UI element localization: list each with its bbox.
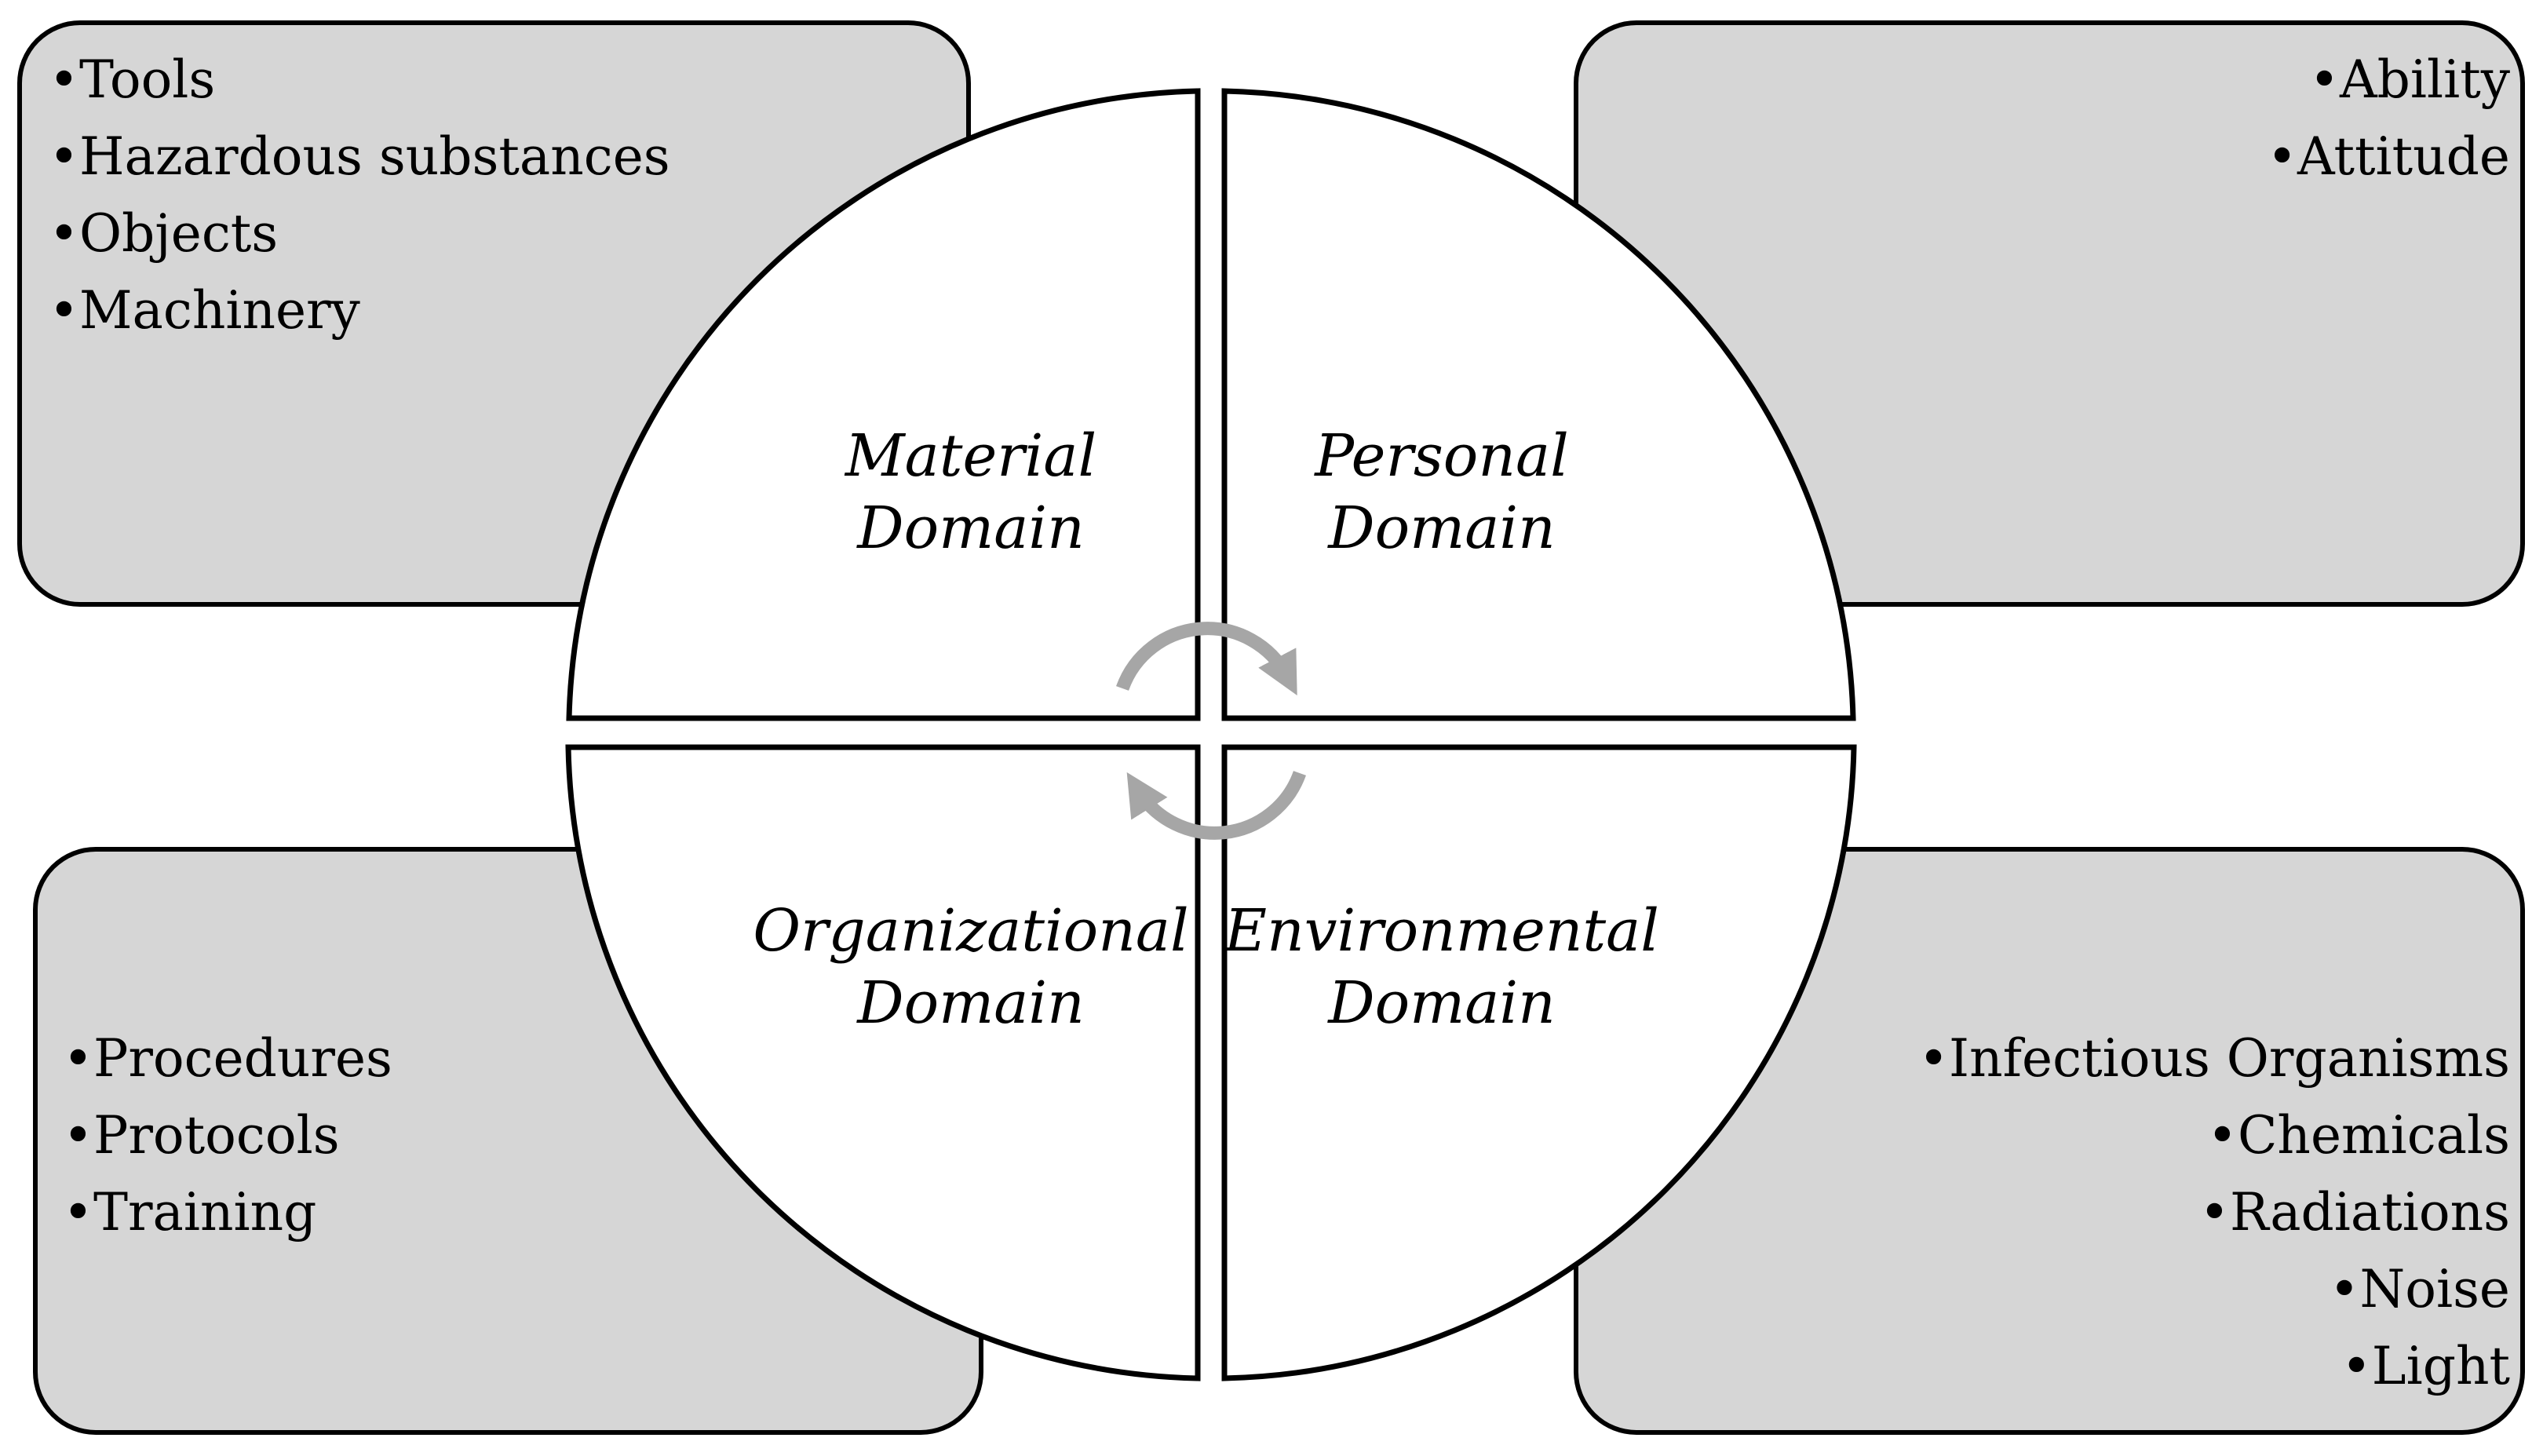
list-item: Procedures bbox=[63, 1020, 392, 1097]
personal-domain-label: Personal Domain bbox=[1315, 422, 1569, 562]
list-item: Infectious Organisms bbox=[1918, 1020, 2510, 1097]
organizational-quadrant bbox=[565, 744, 1201, 1381]
list-item: Protocols bbox=[63, 1097, 392, 1174]
list-item: Tools bbox=[49, 42, 670, 119]
organizational-factors-list: Procedures Protocols Training bbox=[63, 1020, 392, 1251]
environmental-quadrant bbox=[1221, 744, 1857, 1381]
cycle-arrows-icon bbox=[1115, 622, 1307, 840]
list-item: Training bbox=[63, 1174, 392, 1251]
personal-quadrant bbox=[1221, 88, 1856, 721]
list-item: Noise bbox=[1918, 1251, 2510, 1328]
environmental-factors-list: Infectious Organisms Chemicals Radiation… bbox=[1918, 1020, 2510, 1405]
personal-factors-list: Ability Attitude bbox=[2267, 42, 2510, 195]
list-item: Radiations bbox=[1918, 1174, 2510, 1251]
list-item: Machinery bbox=[49, 272, 670, 349]
list-item: Chemicals bbox=[1918, 1097, 2510, 1174]
list-item: Attitude bbox=[2267, 119, 2510, 195]
list-item: Light bbox=[1918, 1328, 2510, 1405]
list-item: Ability bbox=[2267, 42, 2510, 119]
cycle-arrow-top bbox=[1115, 622, 1297, 696]
list-item: Hazardous substances bbox=[49, 119, 670, 195]
cycle-arrow-bottom bbox=[1126, 771, 1307, 840]
list-item: Objects bbox=[49, 195, 670, 272]
material-domain-label: Material Domain bbox=[845, 422, 1097, 562]
material-factors-list: Tools Hazardous substances Objects Machi… bbox=[49, 42, 670, 349]
organizational-domain-label: Organizational Domain bbox=[753, 897, 1189, 1037]
material-quadrant bbox=[566, 88, 1201, 721]
environmental-domain-label: Environmental Domain bbox=[1224, 897, 1659, 1037]
